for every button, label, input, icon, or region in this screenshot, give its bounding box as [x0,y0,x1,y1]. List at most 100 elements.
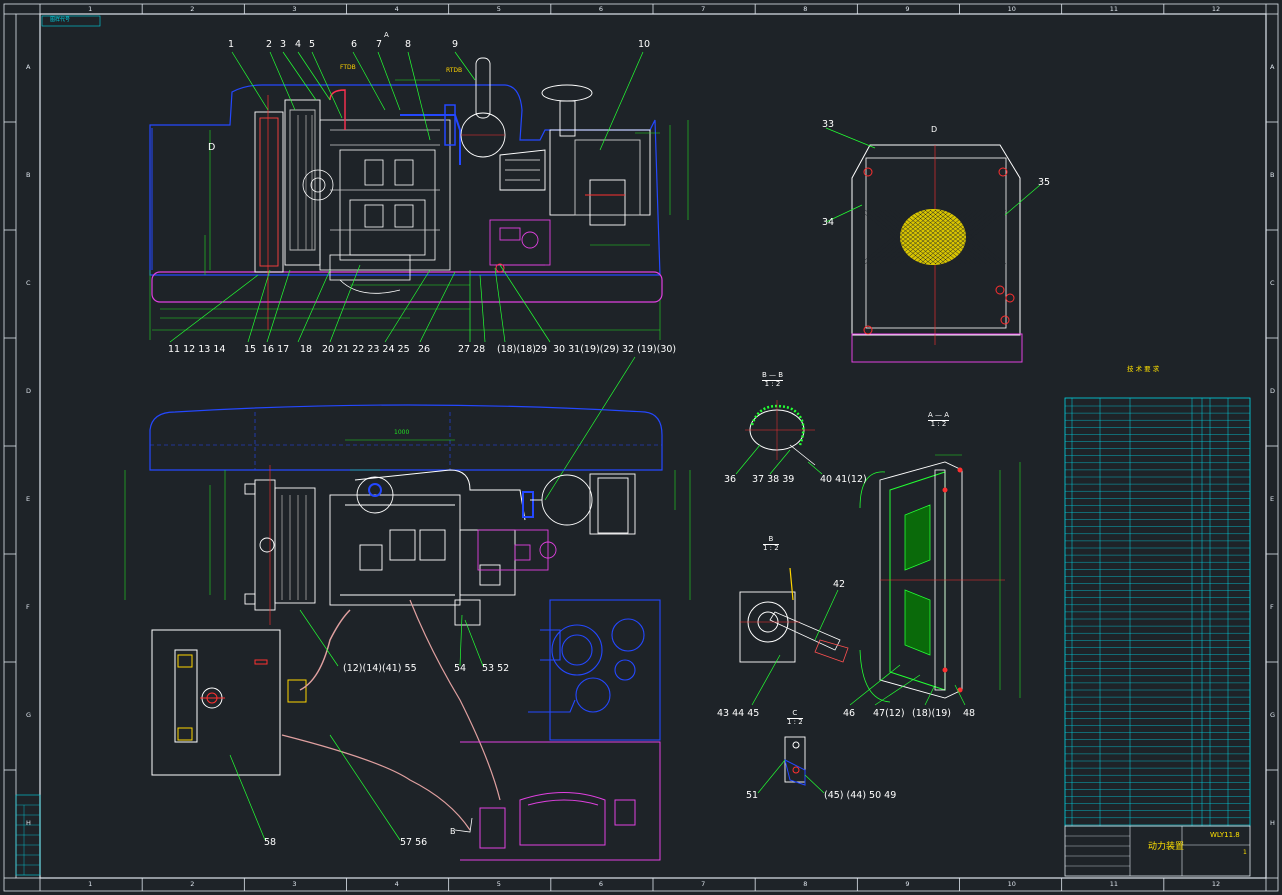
label-36: 36 [724,474,737,485]
view-b-scale: 1 : 2 [763,543,779,552]
frame-col-1-bottom: 1 [88,880,93,888]
frame-row-C-right: C [1270,279,1275,287]
frame-row-G-left: G [26,711,32,719]
frame-row-A-right: A [1270,63,1275,71]
part-label-2: 2 [266,39,273,50]
label-37-38-39: 37 38 39 [752,474,795,485]
operator-area [460,741,661,861]
top-base-frame [151,271,663,303]
frame-col-11-bottom: 11 [1109,880,1119,888]
top-leaders [169,51,644,501]
bottom-part-label-3: 18 [300,344,313,355]
bottom-part-label-5: 26 [418,344,431,355]
label-51: 51 [746,790,759,801]
air-cleaner [541,84,651,226]
frame-col-11-top: 11 [1109,5,1119,13]
frame-row-B-left: B [26,171,31,179]
frame-col-3-bottom: 3 [292,880,297,888]
section-bb-scale: 1 : 2 [762,379,784,389]
frame-col-8-top: 8 [803,5,808,13]
frame-col-10-bottom: 10 [1007,880,1016,888]
frame-col-12-top: 12 [1211,5,1221,13]
section-bb-title: B — B 1 : 2 [762,371,784,389]
view-b-drawing [739,567,849,706]
frame-row-A-left: A [26,63,31,71]
view-b-title: B 1 : 2 [763,535,779,552]
bottom-part-label-2: 16 17 [262,344,290,355]
frame-col-6-top: 6 [598,5,604,13]
frame-row-F-right: F [1270,603,1274,611]
label-48: 48 [963,708,976,719]
bottom-part-label-8: 29 [535,344,548,355]
section-aa-name: A — A [928,411,950,419]
frame-row-E-left: E [26,495,31,503]
bom-table [15,15,1251,877]
engine-block-top [302,119,451,294]
frame-row-G-right: G [1270,711,1276,719]
label-43-44-45: 43 44 45 [717,708,760,719]
frame-col-2-top: 2 [190,5,195,13]
frame-row-E-right: E [1270,495,1275,503]
label-18-19: (18)(19) [912,708,952,719]
corner-tag: 图样代号 [50,17,71,23]
frame-col-4-bottom: 4 [394,880,399,888]
pump-assembly-top [489,219,551,266]
part-label-7: 7 [376,39,383,50]
drawing-name: 动力装置 [1148,842,1185,852]
part-label-4: 4 [295,39,302,50]
hydraulic-block [528,599,661,741]
section-aa-drawing [849,454,1021,706]
sheet-number: 1 [1243,849,1247,856]
frame-row-B-right: B [1270,171,1275,179]
view-c-drawing [757,736,825,794]
radiator-front-view [825,127,1041,363]
frame-row-H-right: H [1270,819,1275,827]
section-bb-name: B — B [762,371,784,379]
part-label-9: 9 [452,39,459,50]
frame-col-6-bottom: 6 [598,880,604,888]
part-label-34: 34 [822,217,835,228]
view-c-name: C [792,709,798,717]
label-49-50: (45) (44) 50 49 [824,790,897,801]
view-c-title: C 1 : 2 [787,709,803,726]
frame-col-7-top: 7 [701,5,706,13]
frame-row-F-left: F [26,603,30,611]
part-label-5: 5 [309,39,316,50]
view-b-name: B [768,535,774,543]
frame-col-9-bottom: 9 [905,880,910,888]
plan-dimension-top: 1000 [394,429,410,436]
top-view-d-marker: D [208,142,216,153]
frame-col-5-bottom: 5 [496,880,501,888]
part-label-35: 35 [1038,177,1051,188]
plan-view-assembly [124,404,691,861]
requirements-heading: 技 术 要 求 [1127,365,1160,373]
section-bb-drawing [735,400,823,475]
label-42: 42 [833,579,846,590]
frame-col-8-bottom: 8 [803,880,808,888]
label-55: (12)(14)(41) 55 [343,663,417,674]
section-aa-title: A — A 1 : 2 [928,411,950,428]
frame-col-3-top: 3 [292,5,297,13]
drawing-frame [3,3,1279,892]
frame-row-H-left: H [26,819,31,827]
frame-row-D-right: D [1270,387,1276,395]
label-46: 46 [843,708,856,719]
label-47: 47(12) [873,708,905,719]
frame-col-12-bottom: 12 [1211,880,1221,888]
part-label-3: 3 [280,39,287,50]
view-c-scale: 1 : 2 [787,717,803,726]
frame-col-4-top: 4 [394,5,399,13]
label-52-53: 53 52 [482,663,510,674]
frame-row-D-left: D [26,387,32,395]
tag-ftdb: FTDB [340,64,356,71]
exhaust-muffler [460,57,546,191]
frame-col-10-top: 10 [1007,5,1016,13]
bottom-part-label-7: (18)(18) [497,344,537,355]
frame-col-7-bottom: 7 [701,880,706,888]
label-58: 58 [264,837,277,848]
plan-b-marker: B [450,827,456,836]
frame-col-9-top: 9 [905,5,910,13]
drawing-code: WLY11.8 [1210,831,1240,839]
frame-col-1-top: 1 [88,5,93,13]
